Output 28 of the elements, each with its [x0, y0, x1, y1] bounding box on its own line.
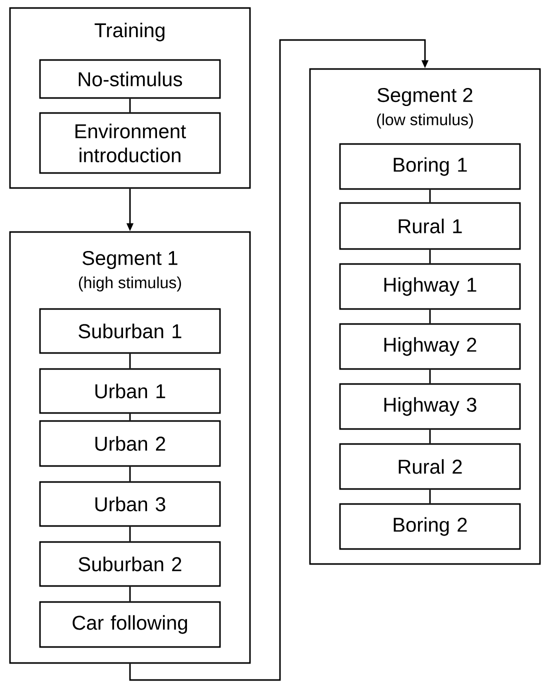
- connector-line: [429, 190, 431, 202]
- step-box: No-stimulus: [39, 59, 221, 99]
- step-box: Urban 1: [39, 368, 221, 414]
- arrow: [129, 39, 429, 681]
- step-box: Rural 2: [339, 443, 521, 490]
- connector-line: [429, 430, 431, 444]
- step-box: Rural 1: [339, 202, 521, 250]
- connector-line: [129, 466, 131, 482]
- connector-line: [129, 354, 131, 368]
- step-box: Highway 1: [339, 263, 521, 310]
- connector-line: [129, 98, 131, 112]
- connector-line: [429, 250, 431, 264]
- step-box: Car following: [39, 601, 221, 648]
- connector-line: [129, 414, 131, 420]
- step-box: Urban 3: [39, 481, 221, 527]
- step-box: Highway 2: [339, 323, 521, 370]
- connector-line: [429, 490, 431, 504]
- connector-line: [129, 526, 131, 542]
- step-box: Highway 3: [339, 383, 521, 430]
- step-box: Boring 1: [339, 143, 521, 190]
- step-box: Urban 2: [39, 420, 221, 467]
- step-box: Suburban 2: [39, 541, 221, 587]
- step-box: Boring 2: [339, 503, 521, 550]
- connector-line: [429, 310, 431, 324]
- step-box: Environment introduction: [39, 112, 221, 174]
- connector-line: [129, 586, 131, 602]
- connector-line: [429, 370, 431, 384]
- step-box: Suburban 1: [39, 308, 221, 354]
